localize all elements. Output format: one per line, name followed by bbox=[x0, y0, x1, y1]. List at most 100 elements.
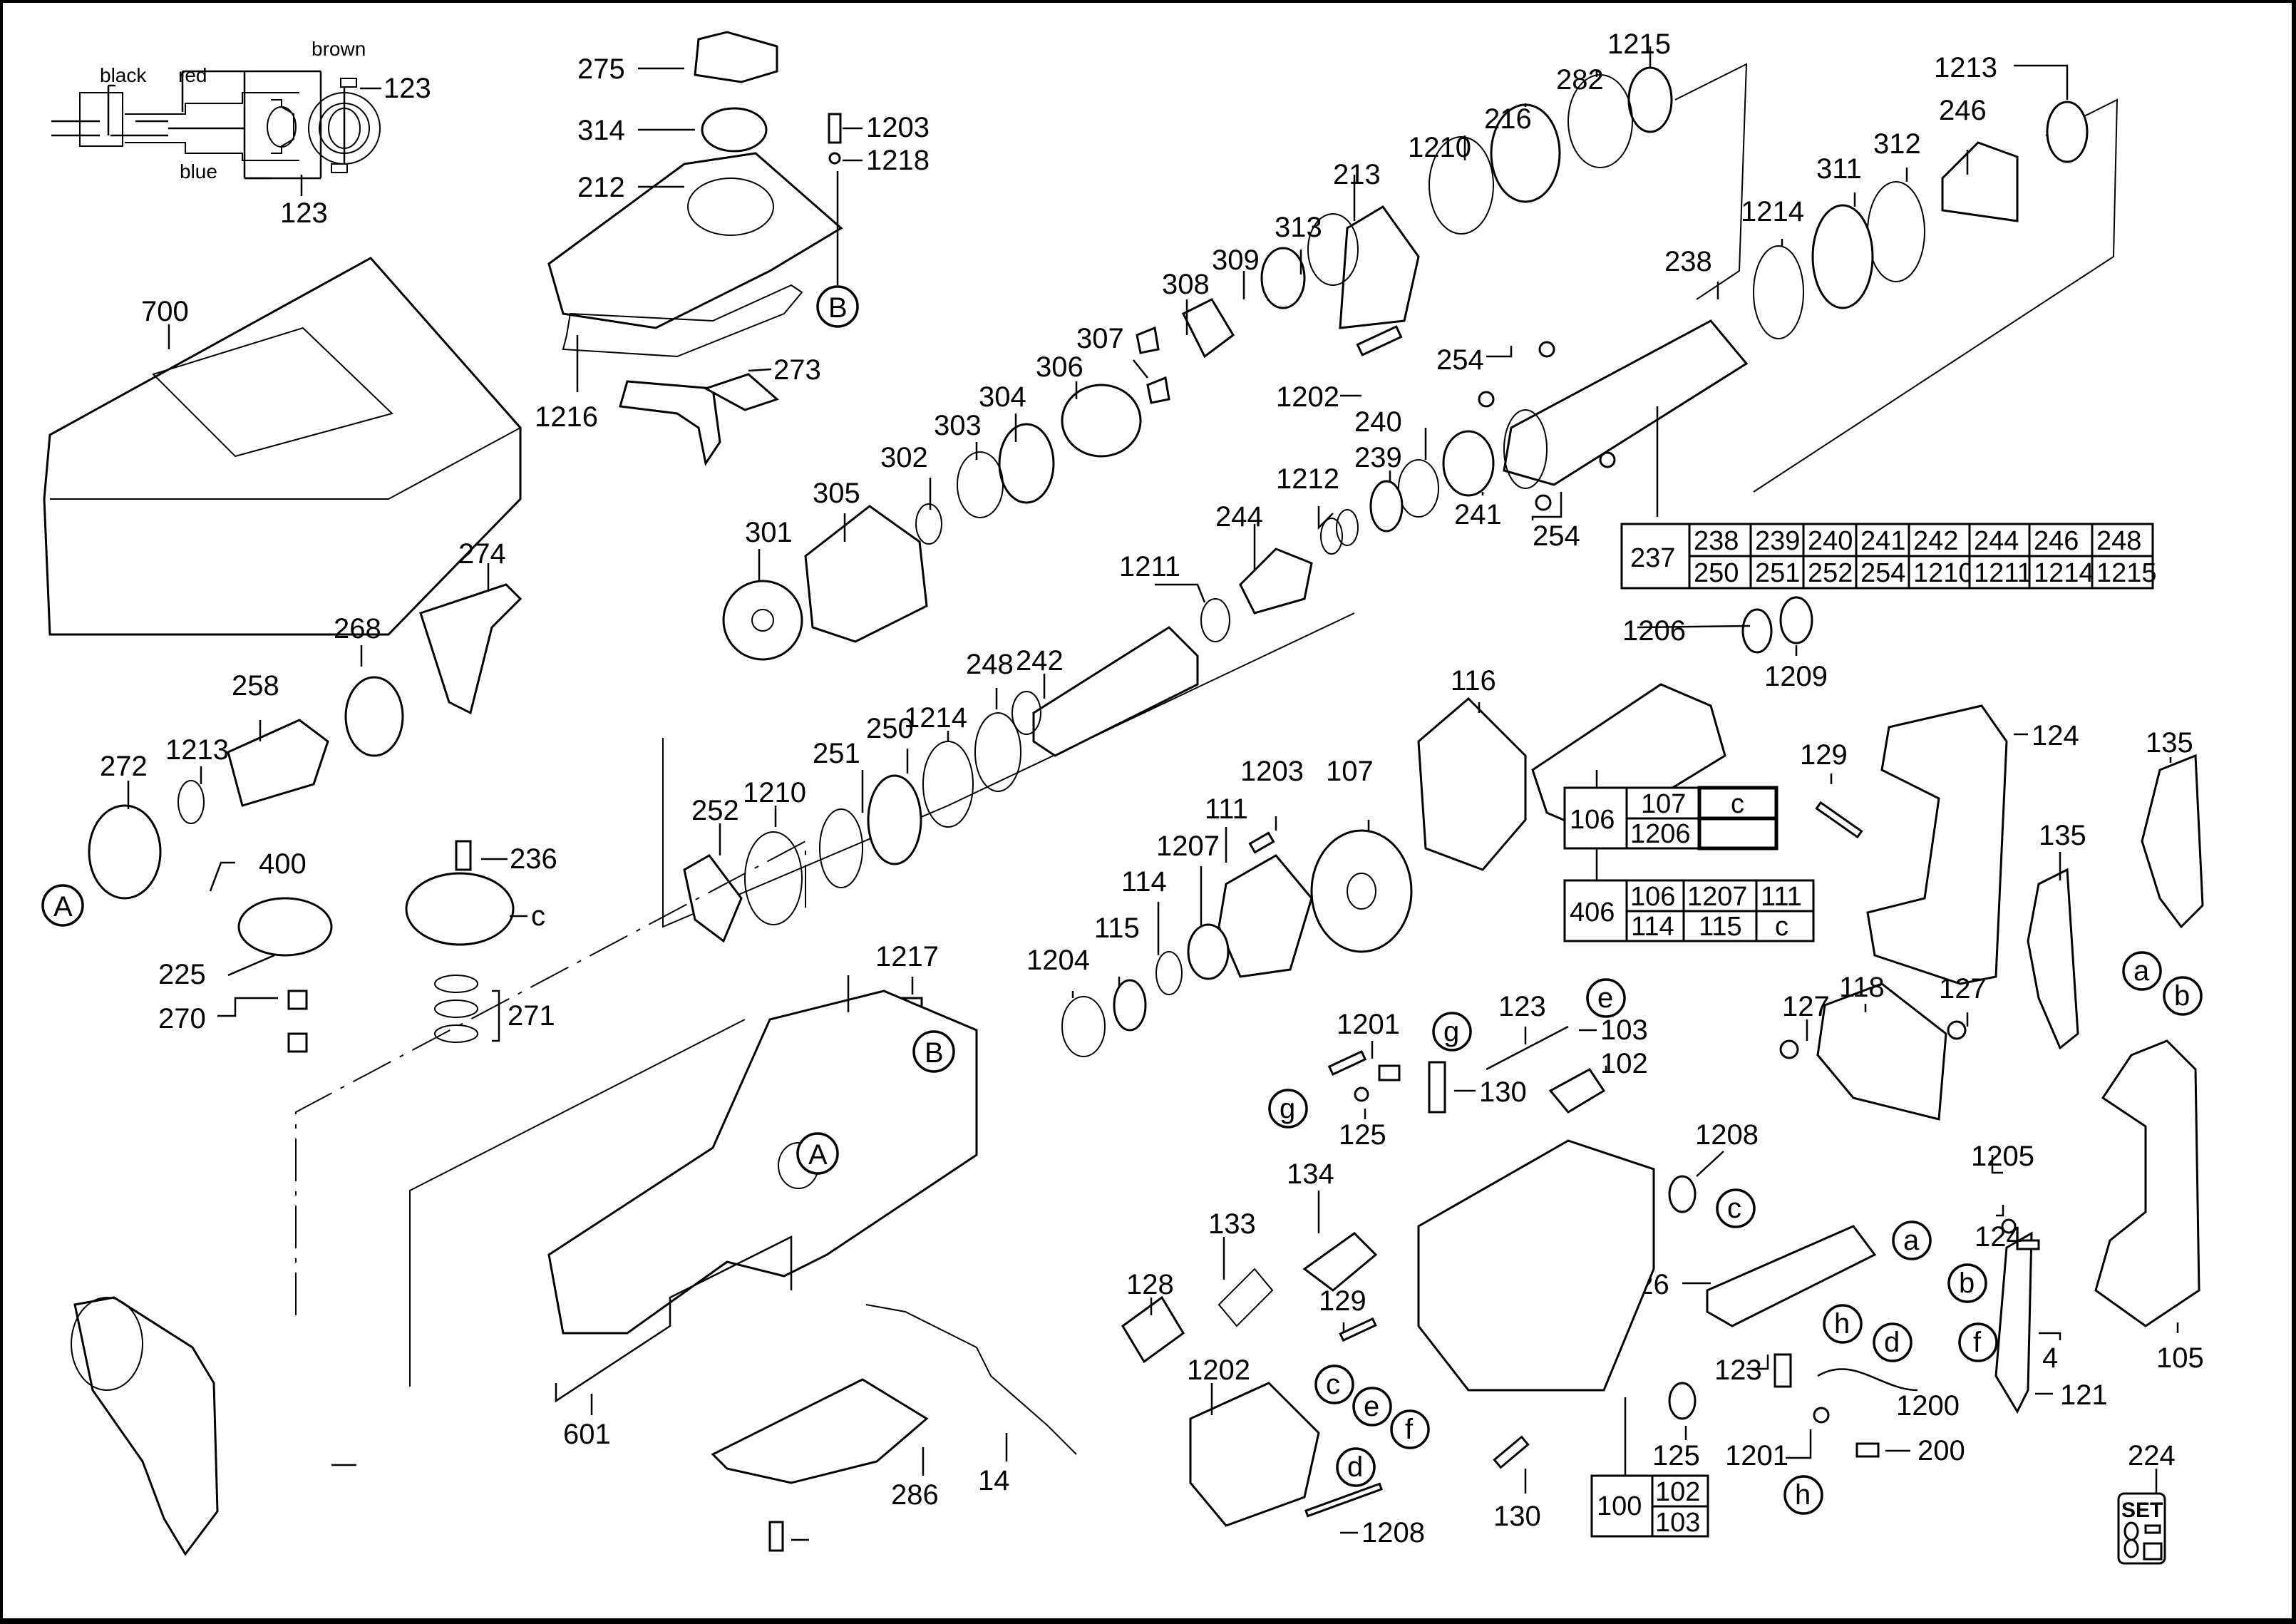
part-label: 1218 bbox=[866, 145, 930, 176]
part-label: 1210 bbox=[1408, 132, 1471, 163]
part-label: 1208 bbox=[1695, 1119, 1759, 1151]
table-cell: 1211 bbox=[1974, 558, 2032, 588]
part-label: 105 bbox=[2156, 1342, 2204, 1374]
part-label: 1200 bbox=[1896, 1390, 1960, 1422]
motor-cover-part bbox=[1816, 982, 1947, 1121]
fan-baffle-part bbox=[1417, 697, 1527, 871]
set-badge-group: 224 SET bbox=[2117, 1440, 2176, 1565]
sleeve-icon bbox=[2143, 1542, 2163, 1561]
callout-a: a bbox=[2122, 951, 2162, 991]
part-label: 312 bbox=[1873, 128, 1921, 160]
part-label: 282 bbox=[1556, 64, 1604, 96]
svg-text:d: d bbox=[1884, 1327, 1900, 1358]
part-label: 121 bbox=[2060, 1379, 2108, 1411]
part-label: 304 bbox=[979, 381, 1026, 413]
upper-barrel-group: 1215 282 216 1210 213 313 309 308 307 30… bbox=[722, 29, 1748, 661]
part-label: 1206 bbox=[1622, 615, 1686, 647]
spring-part bbox=[1218, 1268, 1274, 1327]
part-label: 241 bbox=[1454, 499, 1502, 530]
cover-group: 275 314 212 1203 1218 1216 273 bbox=[535, 31, 930, 466]
table-cell: 251 bbox=[1755, 558, 1800, 588]
callout-A: A bbox=[796, 1132, 839, 1175]
part-label: 272 bbox=[100, 751, 148, 782]
part-label: 224 bbox=[2128, 1440, 2176, 1471]
side-handle-part bbox=[73, 1296, 219, 1556]
table-cell: 111 bbox=[1761, 882, 1802, 912]
part-label: 1204 bbox=[1026, 945, 1090, 976]
svg-text:d: d bbox=[1347, 1451, 1363, 1483]
part-label: 135 bbox=[2146, 727, 2193, 759]
switch-part bbox=[2027, 868, 2079, 1050]
assembly-table-100: 100 102 103 bbox=[1590, 1397, 1709, 1538]
part-label: 244 bbox=[1215, 501, 1263, 533]
table-cell: 107 bbox=[1641, 789, 1686, 819]
bearing-plate-part bbox=[1218, 854, 1313, 978]
callout-d: d bbox=[1336, 1447, 1376, 1487]
piston-group: 242 248 1214 250 251 1210 252 bbox=[662, 612, 1355, 943]
wire-label-black: black bbox=[100, 64, 147, 86]
part-label: 123 bbox=[1498, 991, 1546, 1022]
part-label: 200 bbox=[1917, 1435, 1965, 1466]
screw-icon bbox=[2144, 1524, 2161, 1534]
callout-B: B bbox=[912, 1030, 955, 1073]
callout-a: a bbox=[1892, 1220, 1932, 1260]
striker-part bbox=[1239, 548, 1313, 615]
part-label: 400 bbox=[259, 848, 307, 880]
part-label: 309 bbox=[1212, 245, 1260, 276]
part-label: 125 bbox=[1339, 1119, 1386, 1151]
knob-part bbox=[694, 31, 778, 83]
chuck-part bbox=[1941, 141, 2019, 222]
lock-plate-part bbox=[1181, 298, 1235, 359]
part-label: 124 bbox=[1975, 1221, 2022, 1253]
field-coil-part bbox=[1189, 1382, 1320, 1527]
table-cell: 250 bbox=[1694, 558, 1739, 588]
table-cell: 254 bbox=[1860, 558, 1905, 588]
flange-part bbox=[683, 854, 743, 943]
armature-group: 1206 1209 116 1203 107 111 1207 114 115 … bbox=[875, 596, 1828, 1057]
svg-text:c: c bbox=[1727, 1193, 1741, 1224]
handle-half-part bbox=[1866, 704, 2008, 985]
part-label: 239 bbox=[1354, 442, 1402, 473]
part-label: 1214 bbox=[1741, 196, 1804, 227]
part-label: 225 bbox=[158, 959, 206, 990]
part-label: 1202 bbox=[1187, 1355, 1250, 1386]
assembly-table-406: 406 106 1207 111 114 115 c bbox=[1563, 879, 1815, 942]
callout-A: A bbox=[41, 884, 84, 927]
cap-part bbox=[722, 580, 803, 661]
part-label: 102 bbox=[1600, 1048, 1648, 1079]
svg-text:f: f bbox=[1405, 1414, 1414, 1445]
part-label: 250 bbox=[866, 713, 914, 744]
part-label: 4 bbox=[2042, 1342, 2058, 1374]
table-parent: 100 bbox=[1597, 1491, 1642, 1521]
part-label: 103 bbox=[1600, 1014, 1648, 1046]
wiring-diagram: black red brown blue 123 123 bbox=[51, 38, 431, 229]
table-cell-box bbox=[2028, 523, 2094, 557]
cap-part bbox=[1121, 1295, 1185, 1364]
svg-text:A: A bbox=[53, 891, 73, 923]
part-label: 246 bbox=[1939, 95, 1987, 126]
top-cover-part bbox=[547, 152, 843, 329]
part-label: c bbox=[531, 900, 545, 932]
callout-g: g bbox=[1432, 1012, 1472, 1052]
svg-text:h: h bbox=[1834, 1308, 1850, 1340]
brush-holder-part bbox=[1428, 1061, 1446, 1114]
part-label: 303 bbox=[934, 410, 982, 441]
table-cell: 1207 bbox=[1687, 882, 1748, 912]
o-ring-part bbox=[1428, 136, 1494, 235]
part-label: 133 bbox=[1208, 1208, 1256, 1240]
table-cell-box bbox=[2091, 555, 2154, 590]
part-label: 306 bbox=[1036, 351, 1083, 383]
part-label: 1212 bbox=[1276, 463, 1339, 495]
table-cell: 244 bbox=[1974, 526, 2019, 556]
callout-b: b bbox=[2163, 976, 2203, 1016]
part-label: 1210 bbox=[743, 777, 806, 808]
part-label: 601 bbox=[563, 1419, 611, 1450]
callout-e: e bbox=[1352, 1387, 1392, 1427]
callouts: A A B B a a b b c c d d e e f f g g h h bbox=[41, 285, 2203, 1515]
bearing-flange-part bbox=[88, 804, 162, 900]
wiring-part-ref: 123 bbox=[280, 197, 328, 229]
part-label: 127 bbox=[1939, 973, 1987, 1004]
part-label: 116 bbox=[1451, 665, 1496, 697]
part-label: 129 bbox=[1319, 1285, 1366, 1317]
part-label: 216 bbox=[1484, 103, 1532, 135]
